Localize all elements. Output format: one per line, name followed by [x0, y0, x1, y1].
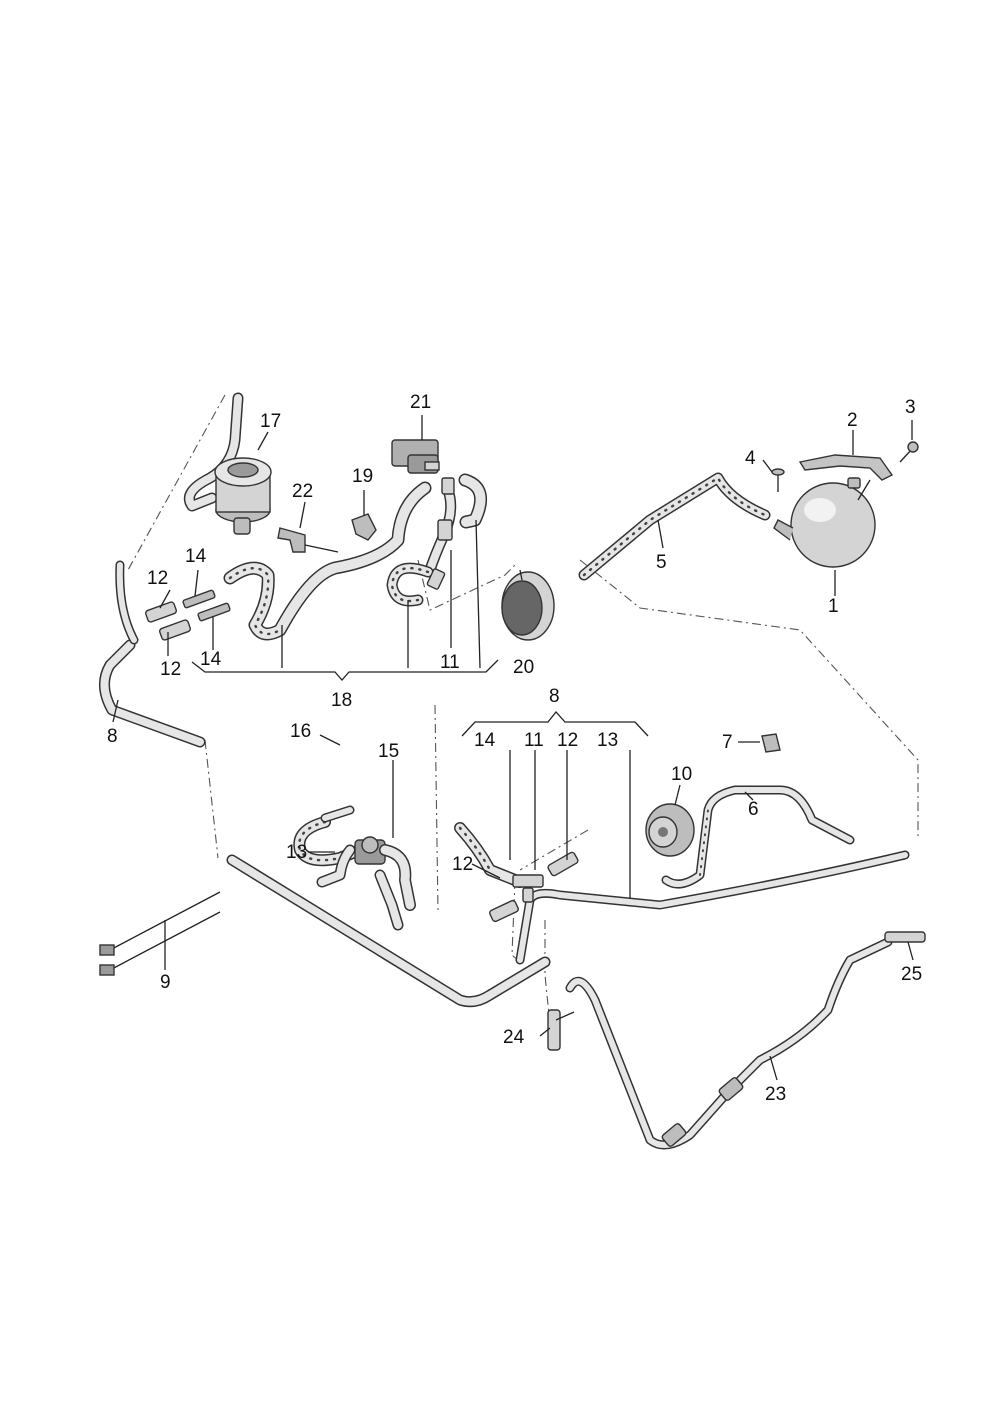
callout-12-lower: 12: [160, 659, 181, 680]
vacuum-tank-1: [773, 477, 876, 568]
connector-24: [547, 1009, 575, 1051]
callout-17: 17: [260, 411, 281, 432]
callout-8-main: 8: [107, 726, 118, 747]
callout-9: 9: [160, 972, 171, 993]
callout-5: 5: [656, 552, 667, 573]
hose-8-detail-group: [454, 822, 579, 923]
callout-14-upper: 14: [185, 546, 207, 567]
callout-18: 18: [331, 690, 352, 711]
clip-7: [761, 733, 781, 753]
connector-25: [884, 931, 926, 943]
callout-23: 23: [765, 1084, 786, 1105]
callout-19: 19: [352, 466, 373, 487]
bracket-2: [798, 454, 894, 501]
cable-ties-9: [99, 891, 221, 976]
callout-1: 1: [828, 596, 839, 617]
callout-20: 20: [513, 657, 534, 678]
callout-3: 3: [905, 397, 916, 418]
hose-23: [565, 937, 893, 1150]
callout-15: 15: [378, 741, 399, 762]
hose-5: [578, 472, 771, 581]
callout-6: 6: [748, 799, 759, 820]
callout-25: 25: [901, 964, 922, 985]
hose-13-left: [316, 844, 356, 888]
callout-7: 7: [722, 732, 733, 753]
solenoid-valve-21: [391, 439, 440, 474]
vacuum-reservoir-17: [214, 457, 272, 535]
valve-assembly-15: [293, 816, 416, 931]
hose-6: [661, 785, 855, 889]
callout-10: 10: [671, 764, 692, 785]
filter-20: [501, 569, 555, 641]
hose-16: [320, 805, 355, 823]
hose-18-assembly: [144, 392, 488, 641]
screw-4: [771, 468, 785, 492]
callout-12-detail: 12: [557, 730, 578, 751]
callout-24: 24: [503, 1027, 525, 1048]
bracket-22: [277, 527, 339, 553]
callout-22: 22: [292, 481, 313, 502]
callout-11-upper: 11: [440, 652, 460, 673]
callout-16: 16: [290, 721, 311, 742]
callout-13-detail: 13: [597, 730, 618, 751]
callout-12-upper: 12: [147, 568, 168, 589]
screw-3: [899, 441, 919, 463]
leader-lines: [112, 415, 914, 1081]
callout-14-lower: 14: [200, 649, 222, 670]
callout-8-detail: 8: [549, 686, 560, 707]
vacuum-unit-10: [645, 803, 695, 857]
hose-8-main-line: [99, 560, 910, 1008]
callout-11-detail: 11: [524, 730, 544, 751]
callout-2: 2: [847, 410, 858, 431]
callout-12-bottom: 12: [452, 854, 473, 875]
callout-13-left: 13: [286, 842, 307, 863]
clip-19: [351, 513, 377, 541]
callout-21: 21: [410, 392, 431, 413]
callout-labels: 1 2 3 4 5 6 7 8 8 9 10 11 11 12 12 12 12…: [107, 392, 922, 1105]
callout-14-detail: 14: [474, 730, 496, 751]
callout-4: 4: [745, 448, 756, 469]
